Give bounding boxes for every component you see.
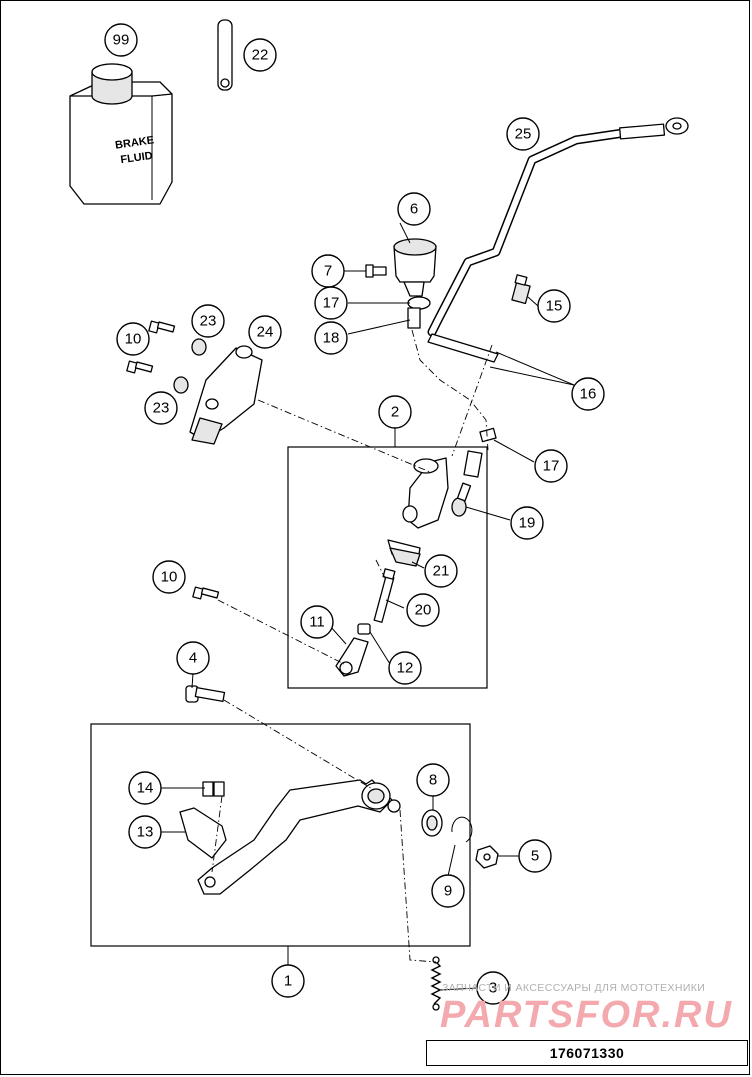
svg-text:19: 19 <box>519 515 536 532</box>
svg-text:3: 3 <box>489 980 497 997</box>
svg-text:8: 8 <box>429 772 437 789</box>
svg-text:9: 9 <box>444 883 452 900</box>
callout-23-upper: 23 <box>191 304 225 338</box>
assembly-box-2 <box>287 446 488 689</box>
bolt-10-upper <box>148 320 176 334</box>
hose-adapter <box>463 450 483 478</box>
pedal-tip-13 <box>179 807 227 859</box>
circlip-9 <box>451 816 473 843</box>
banjo-bolt-19 <box>451 482 472 517</box>
leader-lines <box>160 222 575 991</box>
alignment-lines <box>211 329 493 963</box>
svg-text:17: 17 <box>323 295 340 312</box>
hose-clamp-top <box>407 296 431 329</box>
clamp-17-lower <box>479 427 497 443</box>
screw-14 <box>202 781 225 797</box>
svg-text:23: 23 <box>200 313 217 330</box>
callout-21: 21 <box>424 554 458 588</box>
bottle-label-brake: BRAKE <box>114 134 154 151</box>
watermark-logo: PARTSFOR.RU <box>440 994 733 1036</box>
callout-3: 3 <box>476 971 510 1005</box>
bolt-10-middle <box>192 586 220 600</box>
callout-23-lower: 23 <box>144 391 178 425</box>
svg-text:4: 4 <box>189 650 197 667</box>
clevis-11 <box>335 637 369 677</box>
svg-text:10: 10 <box>125 331 142 348</box>
callout-19: 19 <box>510 506 544 540</box>
svg-text:20: 20 <box>415 602 432 619</box>
callout-18: 18 <box>314 321 348 355</box>
callout-24: 24 <box>248 315 282 349</box>
bottle-label-fluid: FLUID <box>120 150 154 166</box>
pivot-bolt-4 <box>185 685 226 703</box>
svg-text:13: 13 <box>137 824 154 841</box>
nut-12 <box>357 623 371 635</box>
svg-text:12: 12 <box>397 660 414 677</box>
screw-7 <box>365 264 387 278</box>
svg-text:10: 10 <box>161 569 178 586</box>
svg-text:14: 14 <box>137 780 154 797</box>
callout-6: 6 <box>397 192 431 226</box>
svg-text:1: 1 <box>284 973 292 990</box>
brake-hose <box>427 117 689 363</box>
svg-text:18: 18 <box>323 330 340 347</box>
fluid-reservoir <box>393 238 437 297</box>
svg-text:7: 7 <box>324 263 332 280</box>
push-rod-20 <box>373 568 396 623</box>
svg-text:11: 11 <box>309 614 325 631</box>
callout-1: 1 <box>271 964 305 998</box>
callout-10-lower: 10 <box>152 560 186 594</box>
callout-15: 15 <box>537 289 571 323</box>
callout-11: 11 <box>300 605 334 639</box>
svg-text:22: 22 <box>252 47 269 64</box>
svg-text:23: 23 <box>153 400 170 417</box>
watermark-subtitle: ЗАПЧАСТИ И АКСЕССУАРЫ ДЛЯ МОТОТЕХНИКИ <box>442 982 706 994</box>
brake-pedal <box>197 779 401 895</box>
callout-5: 5 <box>518 839 552 873</box>
callout-12: 12 <box>388 651 422 685</box>
washer-23-lower <box>173 376 189 394</box>
svg-text:24: 24 <box>257 324 274 341</box>
callout-17-lower: 17 <box>534 449 568 483</box>
callout-7: 7 <box>311 254 345 288</box>
svg-text:17: 17 <box>543 458 560 475</box>
brake-fluid-bottle: BRAKE FLUID <box>69 63 173 205</box>
callout-9: 9 <box>431 874 465 908</box>
callout-10-upper: 10 <box>116 322 150 356</box>
washer-23-upper <box>191 338 207 356</box>
callout-20: 20 <box>406 593 440 627</box>
heel-guard <box>189 345 263 445</box>
spring-3 <box>430 956 442 1011</box>
assembly-box-1 <box>90 723 471 947</box>
callout-22: 22 <box>243 38 277 72</box>
svg-text:5: 5 <box>531 848 539 865</box>
cable-tie <box>217 19 233 91</box>
bolt-10-lower <box>126 360 154 374</box>
callout-14: 14 <box>128 771 162 805</box>
svg-text:21: 21 <box>433 563 450 580</box>
callout-8: 8 <box>416 763 450 797</box>
nut-5 <box>475 845 499 869</box>
svg-text:16: 16 <box>580 386 597 403</box>
svg-text:2: 2 <box>391 404 399 421</box>
svg-text:15: 15 <box>546 298 563 315</box>
bearing-8 <box>421 809 443 837</box>
svg-text:6: 6 <box>410 201 418 218</box>
svg-text:99: 99 <box>113 32 130 49</box>
callout-4: 4 <box>176 641 210 675</box>
callout-25: 25 <box>506 117 540 151</box>
callout-2: 2 <box>378 395 412 429</box>
hose-fitting-15 <box>511 274 531 305</box>
svg-text:25: 25 <box>515 126 532 143</box>
drawing-number: 176071330 <box>426 1040 748 1066</box>
callout-17-top: 17 <box>314 286 348 320</box>
callout-13: 13 <box>128 815 162 849</box>
callout-99: 99 <box>104 23 138 57</box>
master-cylinder <box>387 457 449 567</box>
callout-16: 16 <box>571 377 605 411</box>
